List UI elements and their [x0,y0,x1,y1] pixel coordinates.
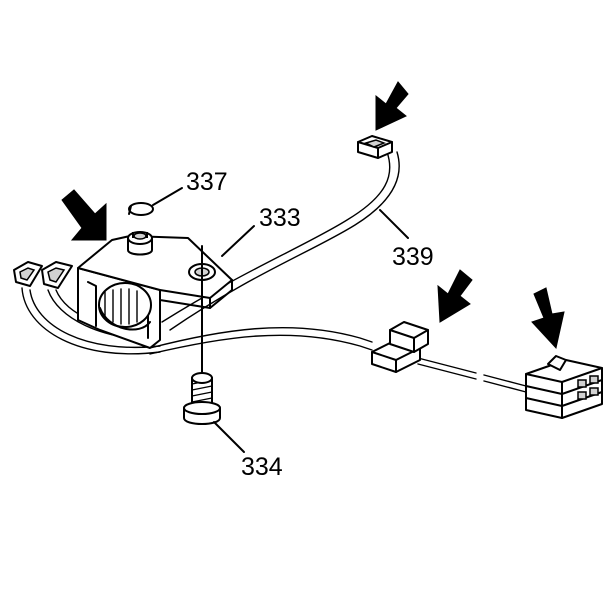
screw-334 [183,372,221,425]
callout-337: 337 [186,168,228,196]
arrow-icon-right-connector [531,287,565,350]
solenoid-bracket [77,231,233,349]
arrow-icon-top-connector [375,81,409,131]
callout-333: 333 [259,204,301,232]
callout-334: 334 [241,453,283,481]
leader-lines [152,187,409,453]
left-terminals [13,261,73,289]
top-connector [357,135,393,159]
retaining-clip-337 [128,202,154,216]
arrow-icon-clip [437,269,473,323]
harness-clip [371,321,429,373]
arrow-icon-solenoid [61,189,107,241]
callout-339: 339 [392,243,434,271]
right-connector [525,355,603,419]
